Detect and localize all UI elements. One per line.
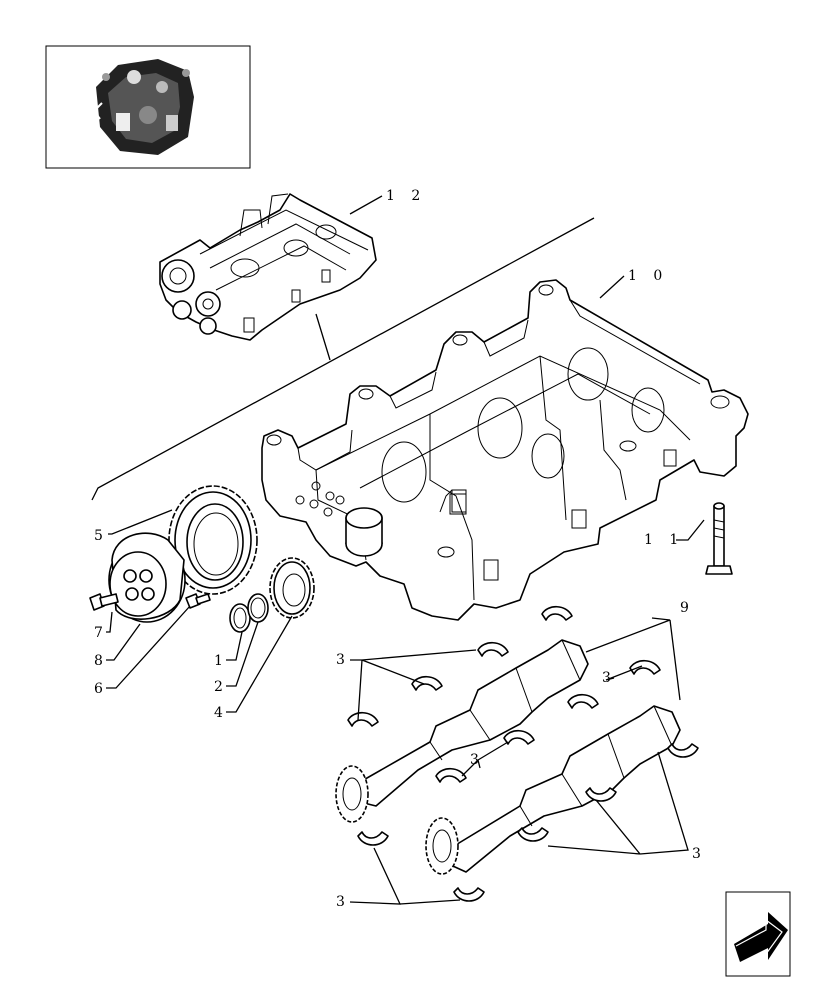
bearing-shells [347,605,699,902]
callout-4: 4 [214,705,229,721]
callout-3-upper-left: 3 [336,652,351,668]
callout-5: 5 [94,528,109,544]
callout-7: 7 [94,625,109,641]
callout-11: 1 1 [644,532,684,548]
section-divider [91,217,595,501]
snap-ring [229,603,251,633]
balancer-shaft-upper [335,639,589,823]
next-page-arrow-icon[interactable] [725,891,791,977]
balancer-assembly-small [159,193,377,341]
callout-1: 1 [214,653,229,669]
callout-12: 1 2 [386,188,426,204]
thrust-washer [247,593,269,623]
callout-3-lower-right: 3 [692,846,707,862]
pulley-screw [89,593,119,611]
pulley-hub [108,532,186,623]
callout-9: 9 [680,600,695,616]
balancer-housing [261,279,749,621]
large-gear [168,485,258,595]
engine-thumbnail-icon [45,45,251,169]
small-gear [269,557,315,619]
housing-bolt [705,502,733,575]
callout-3-lower-left: 3 [336,894,351,910]
callout-2: 2 [214,679,229,695]
hub-screw [185,593,211,609]
callout-10: 1 0 [628,268,668,284]
callout-3-upper-right: 3 [602,670,617,686]
callout-6: 6 [94,681,109,697]
callout-8: 8 [94,653,109,669]
balancer-shaft-lower [425,705,681,875]
callout-3-middle: 3 [470,752,485,768]
callout-labels: 1 2 1 0 1 1 5 7 8 6 1 2 4 9 3 3 3 3 3 [94,188,707,910]
leader-lines [106,195,705,905]
